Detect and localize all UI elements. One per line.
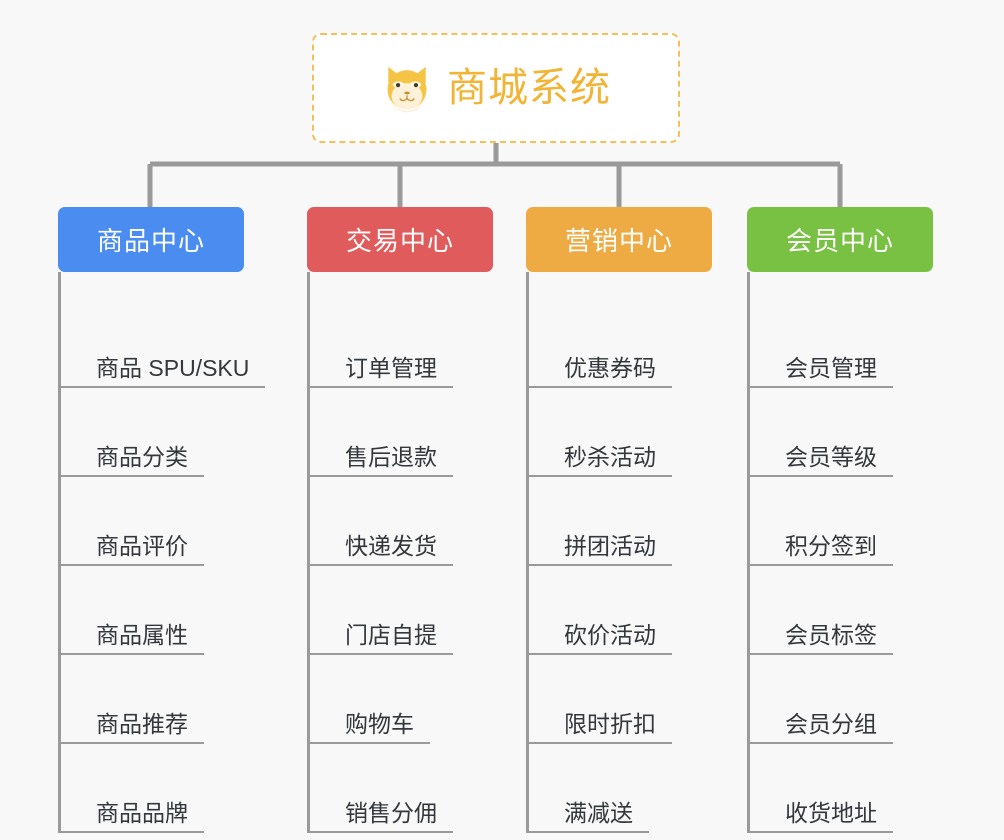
leaf-item-label: 会员等级 xyxy=(785,443,877,470)
dog-face-icon xyxy=(387,66,427,113)
leaf-item[interactable]: 商品品牌 xyxy=(58,744,255,833)
leaf-item-underline xyxy=(526,564,672,566)
leaf-item[interactable]: 快递发货 xyxy=(307,477,493,566)
leaf-item-underline xyxy=(58,475,204,477)
leaf-item-label: 商品属性 xyxy=(96,621,188,648)
leaf-item[interactable]: 商品评价 xyxy=(58,477,255,566)
leaf-item-underline xyxy=(747,475,893,477)
leaf-item-label: 秒杀活动 xyxy=(564,443,656,470)
leaf-item-label: 商品评价 xyxy=(96,532,188,559)
leaf-item-label: 商品 SPU/SKU xyxy=(96,354,250,381)
column-trunk-line xyxy=(307,272,310,833)
leaf-item-label: 会员分组 xyxy=(785,710,877,737)
leaf-item-underline xyxy=(526,742,672,744)
category-column: 交易中心订单管理售后退款快递发货门店自提购物车销售分佣 xyxy=(307,207,493,833)
leaf-item-underline xyxy=(747,653,893,655)
leaf-item-underline xyxy=(307,653,453,655)
leaf-item-label: 拼团活动 xyxy=(564,532,656,559)
leaf-item[interactable]: 门店自提 xyxy=(307,566,493,655)
leaf-item-label: 会员管理 xyxy=(785,354,877,381)
leaf-item-label: 满减送 xyxy=(564,799,633,826)
leaf-item-underline xyxy=(58,653,204,655)
leaf-item-underline xyxy=(58,386,265,388)
leaf-item-label: 订单管理 xyxy=(345,354,437,381)
leaf-item[interactable]: 商品 SPU/SKU xyxy=(58,299,265,388)
leaf-item-underline xyxy=(526,831,649,833)
leaf-item[interactable]: 会员管理 xyxy=(747,299,933,388)
leaf-item-underline xyxy=(58,564,204,566)
leaf-item[interactable]: 会员标签 xyxy=(747,566,933,655)
leaf-item-underline xyxy=(747,742,893,744)
leaf-item-label: 售后退款 xyxy=(345,443,437,470)
leaf-item-label: 商品品牌 xyxy=(96,799,188,826)
leaf-item[interactable]: 商品推荐 xyxy=(58,655,255,744)
leaf-item-underline xyxy=(526,475,672,477)
leaf-item-label: 销售分佣 xyxy=(345,799,437,826)
leaf-item-underline xyxy=(307,386,453,388)
leaf-item[interactable]: 限时折扣 xyxy=(526,655,712,744)
column-trunk-line xyxy=(747,272,750,833)
leaf-item[interactable]: 会员等级 xyxy=(747,388,933,477)
category-header-label: 会员中心 xyxy=(785,226,894,256)
leaf-item-label: 购物车 xyxy=(345,710,414,737)
leaf-item[interactable]: 砍价活动 xyxy=(526,566,712,655)
leaf-item-label: 限时折扣 xyxy=(564,710,656,737)
leaf-item-underline xyxy=(58,831,204,833)
leaf-list: 订单管理售后退款快递发货门店自提购物车销售分佣 xyxy=(307,272,493,833)
leaf-item-underline xyxy=(526,653,672,655)
leaf-item-label: 门店自提 xyxy=(345,621,437,648)
category-header-label: 商品中心 xyxy=(96,226,205,256)
category-column: 会员中心会员管理会员等级积分签到会员标签会员分组收货地址 xyxy=(747,207,933,833)
leaf-item-underline xyxy=(58,742,204,744)
leaf-item[interactable]: 售后退款 xyxy=(307,388,493,477)
leaf-item[interactable]: 拼团活动 xyxy=(526,477,712,566)
leaf-item-underline xyxy=(526,386,672,388)
leaf-list: 商品 SPU/SKU 商品分类商品评价商品属性商品推荐商品品牌 xyxy=(58,272,265,833)
leaf-list: 优惠券码秒杀活动拼团活动砍价活动限时折扣满减送 xyxy=(526,272,712,833)
leaf-item-label: 快递发货 xyxy=(345,532,437,559)
leaf-item[interactable]: 购物车 xyxy=(307,655,493,744)
leaf-item[interactable]: 满减送 xyxy=(526,744,712,833)
root-node[interactable]: 商城系统 xyxy=(312,33,680,143)
leaf-item-label: 收货地址 xyxy=(785,799,877,826)
leaf-item[interactable]: 收货地址 xyxy=(747,744,933,833)
leaf-item-underline xyxy=(307,564,453,566)
leaf-item[interactable]: 订单管理 xyxy=(307,299,493,388)
leaf-item[interactable]: 会员分组 xyxy=(747,655,933,744)
category-header-3[interactable]: 营销中心 xyxy=(526,207,712,272)
leaf-item-label: 积分签到 xyxy=(785,532,877,559)
leaf-item-label: 商品分类 xyxy=(96,443,188,470)
root-title: 商城系统 xyxy=(447,66,611,110)
category-header-label: 营销中心 xyxy=(564,226,673,256)
leaf-item-label: 砍价活动 xyxy=(564,621,656,648)
leaf-item-underline xyxy=(307,742,430,744)
column-trunk-line xyxy=(526,272,529,833)
category-header-2[interactable]: 交易中心 xyxy=(307,207,493,272)
category-column: 商品中心商品 SPU/SKU 商品分类商品评价商品属性商品推荐商品品牌 xyxy=(58,207,265,833)
category-header-1[interactable]: 商品中心 xyxy=(58,207,244,272)
leaf-item[interactable]: 积分签到 xyxy=(747,477,933,566)
leaf-item-label: 商品推荐 xyxy=(96,710,188,737)
leaf-item[interactable]: 销售分佣 xyxy=(307,744,493,833)
leaf-item-underline xyxy=(747,386,893,388)
column-trunk-line xyxy=(58,272,61,833)
leaf-item-underline xyxy=(307,831,453,833)
leaf-list: 会员管理会员等级积分签到会员标签会员分组收货地址 xyxy=(747,272,933,833)
leaf-item[interactable]: 商品分类 xyxy=(58,388,255,477)
leaf-item[interactable]: 优惠券码 xyxy=(526,299,712,388)
leaf-item-underline xyxy=(747,831,893,833)
leaf-item[interactable]: 秒杀活动 xyxy=(526,388,712,477)
category-header-label: 交易中心 xyxy=(345,226,454,256)
leaf-item-underline xyxy=(747,564,893,566)
leaf-item[interactable]: 商品属性 xyxy=(58,566,255,655)
leaf-item-label: 优惠券码 xyxy=(564,354,656,381)
leaf-item-underline xyxy=(307,475,453,477)
leaf-item-label: 会员标签 xyxy=(785,621,877,648)
category-header-4[interactable]: 会员中心 xyxy=(747,207,933,272)
category-column: 营销中心优惠券码秒杀活动拼团活动砍价活动限时折扣满减送 xyxy=(526,207,712,833)
